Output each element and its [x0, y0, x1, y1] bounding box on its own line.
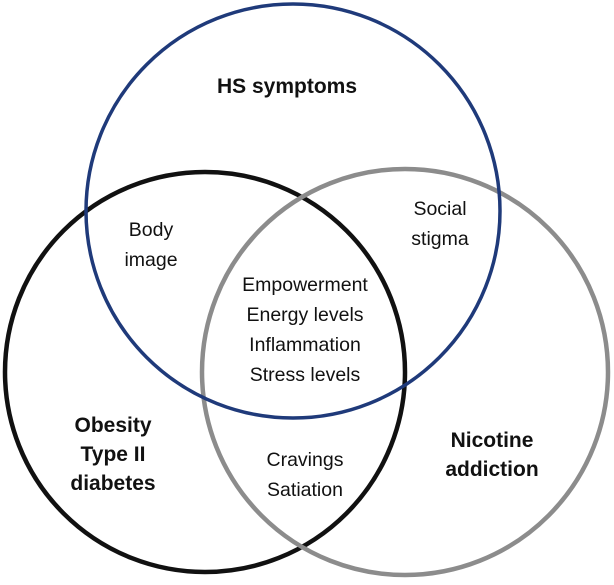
label-nicotine-line-1: Nicotine [451, 429, 534, 452]
label-obesity-type2-diabetes: Obesity Type II diabetes [70, 414, 155, 495]
region-hs-nicotine: Social stigma [411, 198, 469, 250]
region-cravings-line-1: Cravings [267, 449, 344, 471]
label-obesity-line-2: Type II [81, 443, 146, 466]
region-body-image-line-2: image [124, 249, 177, 271]
label-nicotine-addiction: Nicotine addiction [445, 429, 538, 481]
circle-obesity [2, 169, 408, 575]
label-hs-symptoms: HS symptoms [217, 75, 357, 98]
region-all-three: Empowerment Energy levels Inflammation S… [242, 274, 368, 386]
region-cravings-line-2: Satiation [267, 479, 343, 501]
region-obesity-nicotine: Cravings Satiation [267, 449, 344, 501]
region-center-line-3: Inflammation [249, 334, 361, 356]
region-hs-obesity: Body image [124, 219, 177, 271]
region-social-stigma-line-1: Social [413, 198, 466, 220]
region-body-image-line-1: Body [129, 219, 174, 241]
label-obesity-line-3: diabetes [70, 472, 155, 495]
circle-nicotine [199, 166, 611, 578]
region-social-stigma-line-2: stigma [411, 228, 469, 250]
label-obesity-line-1: Obesity [74, 414, 151, 437]
label-nicotine-line-2: addiction [445, 458, 538, 481]
region-center-line-1: Empowerment [242, 274, 368, 296]
circle-hs-symptoms [84, 2, 502, 420]
region-center-line-2: Energy levels [246, 304, 363, 326]
region-center-line-4: Stress levels [250, 364, 361, 386]
